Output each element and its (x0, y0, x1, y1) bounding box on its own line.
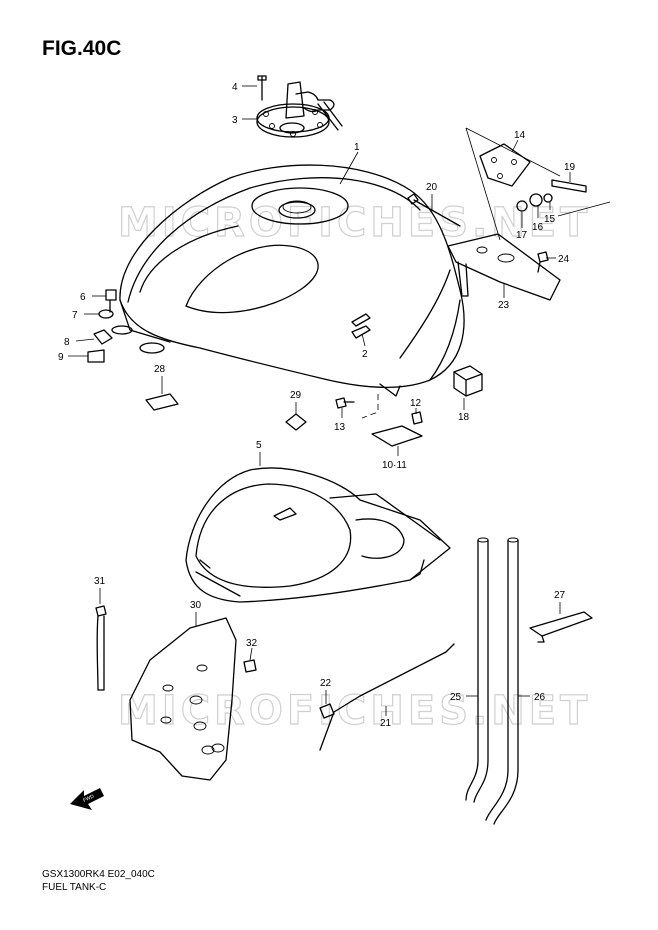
callout-14: 14 (514, 130, 526, 141)
cover-10-11[interactable] (371, 425, 423, 447)
fuel-cap-assembly[interactable] (256, 75, 343, 138)
strap-31[interactable] (95, 605, 107, 691)
clip-22[interactable] (319, 703, 335, 719)
callout-27: 27 (554, 590, 566, 601)
callout-26: 26 (534, 692, 546, 703)
callout-24: 24 (558, 254, 570, 265)
callout-2: 2 (362, 349, 368, 360)
footer-diagram-name: FUEL TANK-C (42, 882, 106, 893)
callout-22: 22 (320, 678, 332, 689)
callout-12: 12 (410, 398, 422, 409)
hose-25[interactable] (465, 537, 489, 803)
hose-26[interactable] (485, 537, 519, 825)
bracket-23[interactable] (447, 233, 561, 301)
callout-8: 8 (64, 337, 70, 348)
callout-28: 28 (154, 364, 166, 375)
rod-21[interactable] (319, 643, 455, 751)
fwd-arrow-icon: FWD (70, 788, 104, 810)
callout-15: 15 (544, 214, 556, 225)
callout-19: 19 (564, 162, 576, 173)
callout-4: 4 (232, 82, 238, 93)
callout-9: 9 (58, 352, 64, 363)
bolt-24[interactable] (537, 251, 549, 273)
callout-16: 16 (532, 222, 544, 233)
footer-model-code: GSX1300RK4 E02_040C (42, 869, 155, 880)
callout-29: 29 (290, 390, 302, 401)
fuel-tank[interactable] (119, 164, 465, 397)
callout-3: 3 (232, 115, 238, 126)
callout-18: 18 (458, 412, 470, 423)
callout-30: 30 (190, 600, 202, 611)
callout-13: 13 (334, 422, 346, 433)
fwd-label: FWD (82, 793, 95, 803)
callout-32: 32 (246, 638, 258, 649)
bolt-32[interactable] (243, 659, 257, 673)
callout-31: 31 (94, 576, 106, 587)
callout-20: 20 (426, 182, 438, 193)
callout-17: 17 (516, 230, 528, 241)
callout-10-11: 10·11 (382, 460, 407, 471)
clip-12[interactable] (411, 411, 423, 425)
callout-23: 23 (498, 300, 510, 311)
tank-tray-5[interactable] (185, 467, 451, 603)
callout-1: 1 (354, 142, 360, 153)
watermark-lower: MICROFICHES.NET (118, 688, 591, 734)
bracket-27[interactable] (529, 611, 593, 643)
bolt-13[interactable] (335, 397, 355, 409)
callout-21: 21 (380, 718, 392, 729)
pin-19[interactable] (551, 179, 587, 193)
pad-29[interactable] (285, 413, 307, 431)
tank-front-fasteners[interactable] (87, 289, 165, 363)
plate-30[interactable] (129, 617, 237, 781)
bracket-14[interactable] (479, 143, 531, 187)
bolt-20[interactable] (407, 193, 461, 227)
callout-7: 7 (72, 310, 78, 321)
callout-6: 6 (80, 292, 86, 303)
damper-18[interactable] (453, 365, 483, 397)
callout-5: 5 (256, 440, 262, 451)
pad-28[interactable] (145, 393, 179, 411)
bushing-15-16-17[interactable] (516, 193, 553, 212)
figure-title: FIG.40C (42, 37, 121, 60)
callout-25: 25 (450, 692, 462, 703)
